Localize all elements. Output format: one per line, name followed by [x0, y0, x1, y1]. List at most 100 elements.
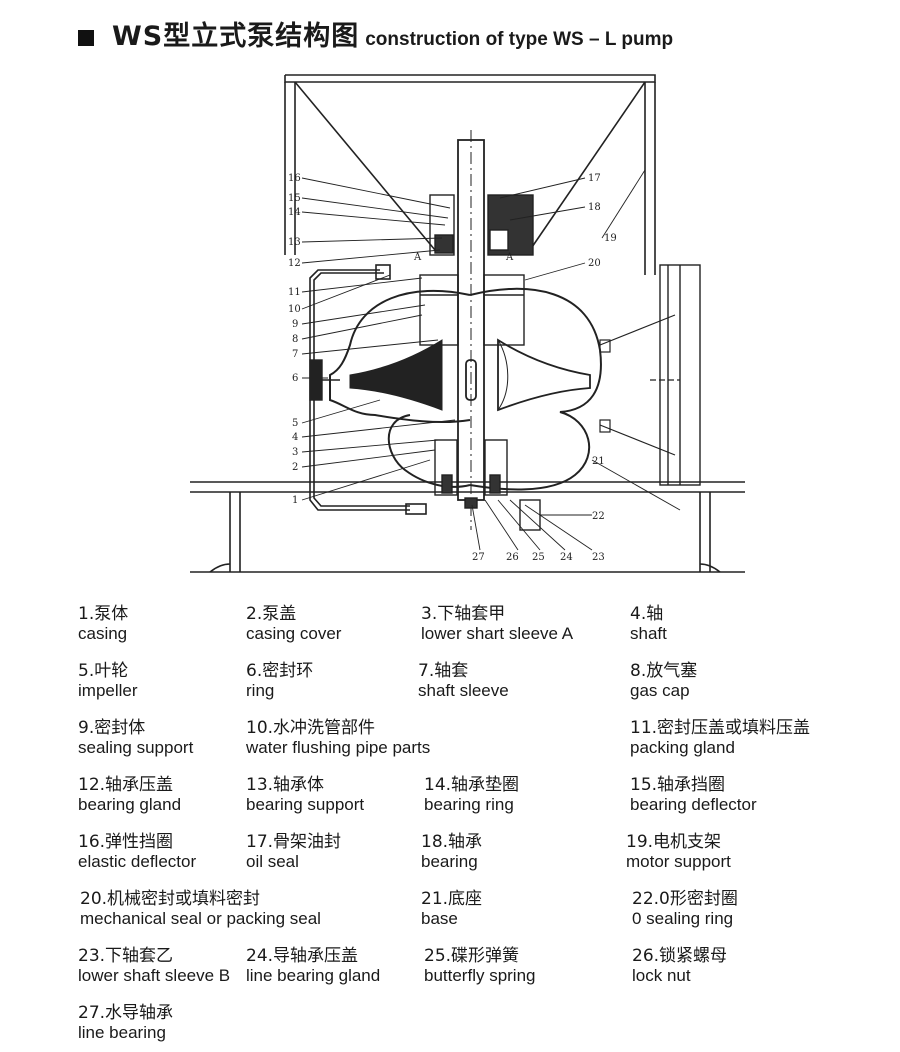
part-name-en: 0 sealing ring — [632, 909, 734, 928]
part-name-en: shaft — [630, 624, 667, 643]
part-name-cn: 16.弹性挡圈 — [78, 832, 174, 852]
callout-26: 26 — [506, 552, 519, 563]
part-name-en: water flushing pipe parts — [246, 738, 431, 757]
pump-cross-section-drawing: 1 2 3 4 5 6 7 8 9 10 11 12 13 14 15 16 1… — [190, 74, 745, 573]
section-label-a-right: A — [505, 252, 514, 263]
part-name-en: casing cover — [246, 624, 342, 643]
callout-5: 5 — [292, 418, 298, 429]
part-name-en: ring — [246, 681, 275, 700]
callout-21: 21 — [592, 456, 605, 467]
callout-18: 18 — [588, 202, 601, 213]
sealing-assembly — [419, 274, 525, 346]
part-name-cn: 7.轴套 — [418, 661, 469, 681]
part-name-cn: 27.水导轴承 — [78, 1003, 174, 1023]
part-name-cn: 9.密封体 — [78, 718, 146, 738]
part-name-en: packing gland — [630, 738, 735, 757]
part-name-en: lower shaft sleeve B — [78, 966, 231, 985]
part-name-en: motor support — [626, 852, 731, 871]
callout-1: 1 — [292, 495, 298, 506]
callout-25: 25 — [532, 552, 545, 563]
part-name-cn: 22.0形密封圈 — [632, 889, 738, 909]
part-name-cn: 12.轴承压盖 — [78, 775, 174, 795]
base-frame — [190, 481, 745, 573]
callout-23: 23 — [592, 552, 605, 563]
callout-14: 14 — [288, 207, 301, 218]
callout-10: 10 — [288, 304, 301, 315]
title-square-bullet — [78, 30, 94, 46]
part-name-cn: 19.电机支架 — [626, 832, 722, 852]
callout-9: 9 — [292, 319, 298, 330]
part-name-cn: 21.底座 — [421, 889, 483, 909]
title-chinese: WS型立式泵结构图 — [112, 21, 360, 52]
part-name-cn: 2.泵盖 — [246, 604, 297, 624]
part-name-en: mechanical seal or packing seal — [80, 909, 321, 928]
callout-6: 6 — [292, 373, 298, 384]
callout-7: 7 — [292, 349, 298, 360]
section-label-a-left: A — [413, 252, 422, 263]
part-name-en: shaft sleeve — [418, 681, 509, 700]
part-name-en: casing — [78, 624, 128, 643]
part-name-en: bearing support — [246, 795, 365, 814]
right-motor-frame — [659, 264, 701, 486]
leader-lines — [301, 169, 681, 551]
part-name-cn: 3.下轴套甲 — [421, 604, 506, 624]
part-name-en: bearing deflector — [630, 795, 757, 814]
shaft — [457, 130, 485, 530]
page-title: WS型立式泵结构图 construction of type WS – L pu… — [78, 14, 673, 54]
part-name-cn: 1.泵体 — [78, 604, 129, 624]
gas-cap-valve — [309, 359, 340, 401]
callout-12: 12 — [288, 258, 301, 269]
callout-24: 24 — [560, 552, 573, 563]
callout-15: 15 — [288, 193, 301, 204]
title-english: construction of type WS – L pump — [365, 29, 674, 50]
part-name-en: butterfly spring — [424, 966, 536, 985]
part-name-cn: 10.水冲洗管部件 — [246, 718, 376, 738]
part-name-en: oil seal — [246, 852, 299, 871]
part-name-cn: 25.碟形弹簧 — [424, 946, 520, 966]
part-name-cn: 13.轴承体 — [246, 775, 325, 795]
callout-20: 20 — [588, 258, 601, 269]
part-name-en: lock nut — [632, 966, 691, 985]
part-name-en: bearing — [421, 852, 478, 871]
lower-bearing-assembly — [434, 439, 541, 531]
part-name-cn: 26.锁紧螺母 — [632, 946, 728, 966]
part-name-en: line bearing gland — [246, 966, 381, 985]
part-name-cn: 14.轴承垫圈 — [424, 775, 520, 795]
part-name-en: bearing gland — [78, 795, 182, 814]
part-name-en: elastic deflector — [78, 852, 197, 871]
callout-27: 27 — [472, 552, 485, 563]
part-name-cn: 24.导轴承压盖 — [246, 946, 359, 966]
callout-numbers: 1 2 3 4 5 6 7 8 9 10 11 12 13 14 15 16 1… — [288, 173, 617, 563]
callout-11: 11 — [288, 287, 301, 298]
callout-8: 8 — [292, 334, 298, 345]
part-name-cn: 11.密封压盖或填料压盖 — [630, 718, 811, 738]
part-name-en: bearing ring — [424, 795, 514, 814]
part-name-cn: 18.轴承 — [421, 832, 483, 852]
part-name-en: line bearing — [78, 1023, 166, 1042]
callout-13: 13 — [288, 237, 301, 248]
callout-3: 3 — [292, 447, 298, 458]
callout-2: 2 — [292, 462, 298, 473]
part-name-cn: 15.轴承挡圈 — [630, 775, 726, 795]
part-name-en: lower shart sleeve A — [421, 624, 574, 643]
part-name-cn: 20.机械密封或填料密封 — [80, 889, 261, 909]
part-name-cn: 23.下轴套乙 — [78, 946, 174, 966]
